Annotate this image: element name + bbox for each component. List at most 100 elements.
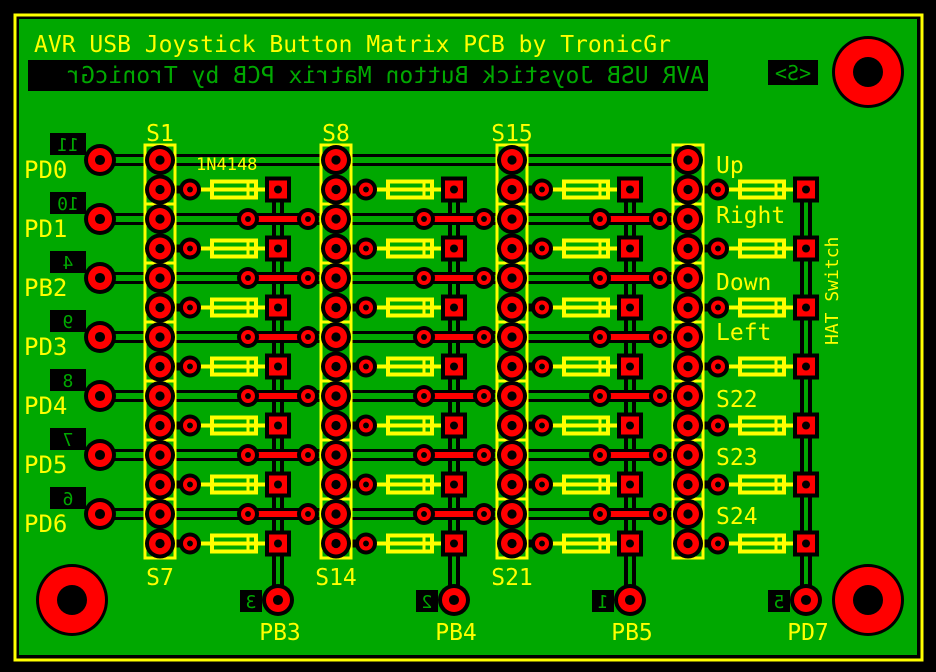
pin-number-box	[50, 369, 86, 391]
hat-label: Right	[716, 203, 785, 229]
pin-number-box	[592, 590, 614, 612]
via-hole	[421, 511, 427, 517]
via-hole	[481, 334, 487, 340]
switch-pad-hole	[507, 184, 517, 195]
pin-number: 7	[63, 430, 74, 451]
diode-body	[738, 297, 786, 318]
column-port-pad-hole	[272, 594, 284, 606]
diode-square-pad-hole	[802, 421, 810, 430]
switch-pad-hole	[683, 243, 693, 254]
pin-number: 9	[63, 312, 74, 333]
diode-body	[562, 297, 610, 318]
diode-square-pad-hole	[450, 185, 458, 194]
pin-number-box	[50, 133, 86, 155]
via-hole	[657, 511, 663, 517]
via-hole	[657, 452, 663, 458]
via-hole	[421, 216, 427, 222]
diode-body	[738, 415, 786, 436]
column-port-label: PB4	[435, 620, 477, 646]
switch-pad-hole	[507, 509, 517, 519]
switch-pad-hole	[683, 273, 693, 283]
diode-square-pad-hole	[802, 185, 810, 194]
hat-switch-label: HAT Switch	[822, 237, 843, 345]
diode-pad-hole	[715, 481, 721, 488]
via-hole	[305, 334, 311, 340]
via-hole	[597, 511, 603, 517]
switch-pad-hole	[507, 302, 517, 313]
column-port-label: PB3	[259, 620, 301, 646]
diode-square-pad-hole	[274, 362, 282, 371]
switch-pad-hole	[155, 184, 165, 195]
hat-label: S22	[716, 387, 758, 413]
diode-square-pad-hole	[274, 303, 282, 312]
diode-pad-hole	[539, 363, 545, 370]
switch-pad-hole	[331, 391, 341, 401]
switch-pad-hole	[155, 538, 165, 549]
via-hole	[421, 393, 427, 399]
diode-square-pad-hole	[274, 244, 282, 253]
via-hole	[481, 275, 487, 281]
diode-pad-hole	[363, 540, 369, 547]
switch-pad-hole	[507, 214, 517, 224]
row-port-pad-hole	[94, 331, 106, 343]
via-hole	[657, 393, 663, 399]
switch-pad-hole	[683, 538, 693, 549]
switch-label: S1	[146, 121, 174, 147]
switch-pad-hole	[331, 420, 341, 431]
switch-pad-hole	[155, 273, 165, 283]
row-port-pad-hole	[94, 449, 106, 461]
diode-square-pad-hole	[274, 480, 282, 489]
pin-number: 1	[598, 592, 609, 613]
switch-label: S7	[146, 565, 174, 591]
diode-pad-hole	[363, 481, 369, 488]
row-port-label: PD0	[24, 156, 67, 184]
diode-pad-hole	[187, 245, 193, 252]
via-hole	[245, 511, 251, 517]
row-port-pad-hole	[94, 508, 106, 520]
pin-number-box	[768, 590, 790, 612]
diode-body	[210, 415, 258, 436]
via-hole	[597, 334, 603, 340]
diode-pad-hole	[539, 540, 545, 547]
via-hole	[305, 216, 311, 222]
diode-pad-hole	[715, 304, 721, 311]
diode-body	[386, 297, 434, 318]
switch-pad-hole	[331, 509, 341, 519]
hat-label: S23	[716, 445, 758, 471]
mounting-hole-drill	[853, 585, 883, 615]
switch-pad-hole	[683, 155, 693, 165]
row-port-pad-hole	[94, 272, 106, 284]
row-port-label: PD3	[24, 333, 67, 361]
diode-square-pad-hole	[802, 480, 810, 489]
via-hole	[597, 393, 603, 399]
via-hole	[481, 216, 487, 222]
pin-number: 3	[246, 592, 257, 613]
diode-square-pad-hole	[802, 362, 810, 371]
diode-pad-hole	[187, 304, 193, 311]
diode-body	[386, 179, 434, 200]
switch-pad-hole	[683, 391, 693, 401]
diode-square-pad-hole	[274, 185, 282, 194]
column-port-pad-hole	[448, 594, 460, 606]
diode-body	[386, 238, 434, 259]
row-trace-gap	[100, 452, 688, 458]
switch-pad-hole	[155, 332, 165, 342]
via-hole	[305, 393, 311, 399]
switch-pad-hole	[683, 184, 693, 195]
switch-pad-hole	[507, 479, 517, 490]
switch-pad-hole	[683, 332, 693, 342]
column-port-label: PD7	[787, 620, 829, 646]
switch-pad-hole	[331, 155, 341, 165]
via-hole	[657, 275, 663, 281]
board-outline	[13, 13, 924, 662]
via-hole	[481, 511, 487, 517]
switch-pad-hole	[683, 450, 693, 460]
switch-pad-hole	[155, 361, 165, 372]
switch-pad-hole	[507, 155, 517, 165]
diode-square-pad-hole	[274, 539, 282, 548]
row-trace-gap	[100, 511, 688, 517]
diode-square-pad-hole	[450, 244, 458, 253]
diode-pad-hole	[539, 481, 545, 488]
switch-pad-hole	[155, 391, 165, 401]
diode-pad-hole	[187, 540, 193, 547]
